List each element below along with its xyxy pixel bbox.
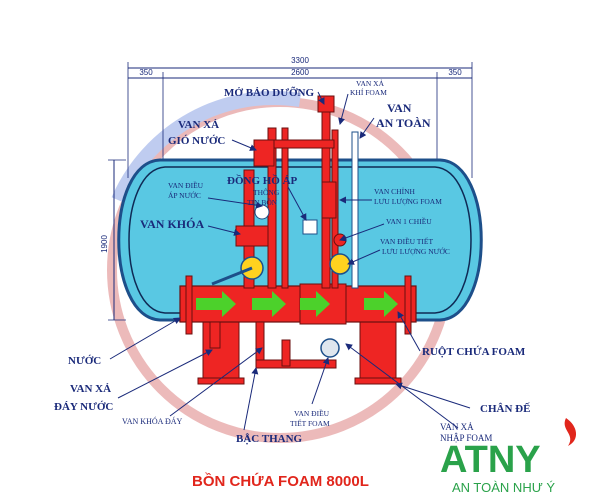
label-van-chinh-2: LƯU LƯỢNG FOAM <box>374 197 442 206</box>
label-van-dieu-tiet-foam-2: TIẾT FOAM <box>290 418 330 428</box>
label-ruot-chua-foam: RUỘT CHỨA FOAM <box>422 345 526 358</box>
dim-left: 350 <box>139 68 153 77</box>
dim-middle: 2600 <box>291 68 309 77</box>
safety-valve-pipe <box>351 131 359 289</box>
label-thong-tin-bon-2: TIN BỒN <box>247 197 278 207</box>
label-van-dieu-tiet-nuoc-1: VAN ĐIỀU TIẾT <box>380 236 433 246</box>
label-dong-ho-ap: ĐỒNG HỒ ÁP <box>227 174 298 187</box>
label-van-khoa-day: VAN KHÓA ĐÁY <box>122 416 183 426</box>
tank-body <box>117 158 483 322</box>
flame-icon <box>564 418 577 446</box>
label-van-an-toan-2: AN TOÀN <box>376 116 431 130</box>
label-van-dieu-ap-nuoc-1: VAN ĐIỀU <box>168 180 204 190</box>
label-van-dieu-ap-nuoc-2: ÁP NƯỚC <box>168 190 201 200</box>
page-title: BỒN CHỨA FOAM 8000L <box>192 472 369 490</box>
label-van-khoa: VAN KHÓA <box>140 217 204 231</box>
label-bac-thang: BẬC THANG <box>236 432 303 445</box>
leader-lines <box>109 91 471 431</box>
maintenance-hatch <box>317 95 335 113</box>
label-chan-de: CHÂN ĐẾ <box>480 402 530 415</box>
flow-valve-body <box>321 181 337 219</box>
logo-tagline: AN TOÀN NHƯ Ý <box>452 480 555 495</box>
flow-valve-handwheel-icon <box>329 253 351 275</box>
label-nuoc: NƯỚC <box>68 355 101 367</box>
label-van-an-toan-1: VAN <box>387 101 412 115</box>
pressure-gauge-icon <box>254 204 270 220</box>
label-thong-tin-bon-1: THÔNG <box>253 187 280 197</box>
label-van-xa-gio-nuoc-2: GIÓ NƯỚC <box>168 135 225 147</box>
dim-height: 1900 <box>100 235 109 253</box>
dim-right: 350 <box>448 68 462 77</box>
label-van-dieu-tiet-nuoc-2: LƯU LƯỢNG NƯỚC <box>382 246 450 256</box>
company-logo: ATNY AN TOÀN NHƯ Ý <box>440 418 577 495</box>
tank-inner-wall <box>128 166 472 314</box>
tank-legs <box>197 319 402 385</box>
label-van-xa-nhap-foam-2: NHẬP FOAM <box>440 433 492 443</box>
label-van-xa-khi-foam-2: KHÍ FOAM <box>350 87 387 97</box>
label-van-xa-day-nuoc-1: VAN XẢ <box>70 383 111 395</box>
label-van-chinh-1: VAN CHỈNH <box>374 186 415 196</box>
logo-mark: ATNY <box>440 439 541 481</box>
dimension-lines <box>108 62 473 321</box>
foam-throttle-valve-icon <box>320 338 340 358</box>
gauge-plate <box>302 219 318 235</box>
lock-valve-lever <box>211 266 253 286</box>
label-van-xa-day-nuoc-2: ĐÁY NƯỚC <box>54 401 113 413</box>
label-van-xa-khi-foam-1: VAN XẢ <box>356 78 385 88</box>
dim-total: 3300 <box>291 56 309 65</box>
label-van-1-chieu: VAN 1 CHIỀU <box>386 216 432 226</box>
label-van-xa-gio-nuoc-1: VAN XẢ <box>178 119 219 131</box>
label-van-xa-nhap-foam-1: VAN XẢ <box>440 422 474 432</box>
label-van-dieu-tiet-foam-1: VAN ĐIỀU <box>294 408 330 418</box>
foam-bladder-pipe <box>179 275 417 335</box>
label-mo-bao-duong: MỞ BẢO DƯỠNG <box>224 87 314 99</box>
flow-arrows <box>196 291 398 317</box>
